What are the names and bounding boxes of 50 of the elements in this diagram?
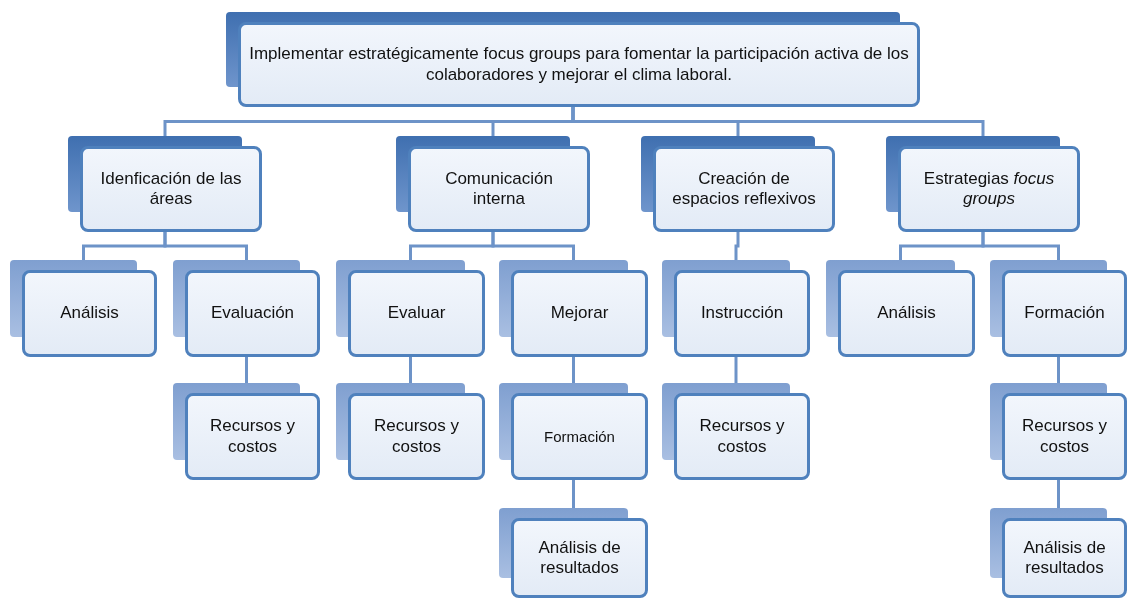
process-box bbox=[499, 383, 648, 480]
box-label: Idenficación de las áreas bbox=[99, 168, 243, 210]
connector-line bbox=[245, 357, 248, 383]
process-box bbox=[662, 383, 810, 480]
box-label: Recursos y costos bbox=[209, 416, 296, 457]
process-box bbox=[641, 136, 835, 232]
connector-line bbox=[734, 357, 738, 383]
process-box bbox=[10, 260, 157, 357]
box-label: Evaluación bbox=[210, 303, 295, 324]
box-label: Análisis bbox=[877, 303, 936, 324]
box-label: Estrategias focus groups bbox=[922, 168, 1056, 210]
process-box bbox=[336, 260, 485, 357]
box-label: Mejorar bbox=[550, 303, 609, 324]
process-box bbox=[173, 260, 320, 357]
connector-line bbox=[572, 357, 575, 383]
process-box bbox=[68, 136, 262, 232]
process-box bbox=[886, 136, 1080, 232]
box-label: Creación de espacios reflexivos bbox=[671, 168, 817, 210]
connector-line bbox=[572, 480, 575, 508]
process-box bbox=[499, 508, 648, 598]
box-label: Análisis de resultados bbox=[1022, 537, 1107, 579]
connector-line bbox=[981, 232, 1060, 260]
process-box bbox=[662, 260, 810, 357]
process-box bbox=[990, 260, 1127, 357]
connector-line bbox=[409, 357, 412, 383]
box-label: Instrucción bbox=[700, 303, 784, 324]
box-label: Análisis bbox=[60, 303, 119, 324]
process-box bbox=[336, 383, 485, 480]
connector-line bbox=[571, 107, 985, 136]
box-label: Formación bbox=[544, 427, 615, 446]
process-box bbox=[226, 12, 920, 107]
process-box bbox=[499, 260, 648, 357]
box-label: Recursos y costos bbox=[1021, 416, 1108, 457]
box-label: Formación bbox=[1024, 303, 1105, 324]
box-label: Recursos y costos bbox=[373, 416, 460, 457]
connector-line bbox=[491, 232, 575, 260]
box-label: Evaluar bbox=[387, 303, 446, 324]
process-box bbox=[173, 383, 320, 480]
process-box bbox=[990, 383, 1127, 480]
connector-line bbox=[1057, 480, 1060, 508]
box-label: Implementar estratégicamente focus groups para fomentar la participación activa de los colaboradores y mejorar el clima laboral. bbox=[249, 44, 909, 85]
process-box bbox=[396, 136, 590, 232]
connector-line bbox=[163, 232, 248, 260]
process-box bbox=[990, 508, 1127, 598]
connector-line bbox=[734, 232, 740, 260]
process-box bbox=[826, 260, 975, 357]
box-label: Análisis de resultados bbox=[537, 537, 622, 579]
connector-line bbox=[1057, 357, 1060, 383]
box-label: Recursos y costos bbox=[698, 416, 786, 457]
box-label: Comunicación interna bbox=[444, 168, 554, 210]
